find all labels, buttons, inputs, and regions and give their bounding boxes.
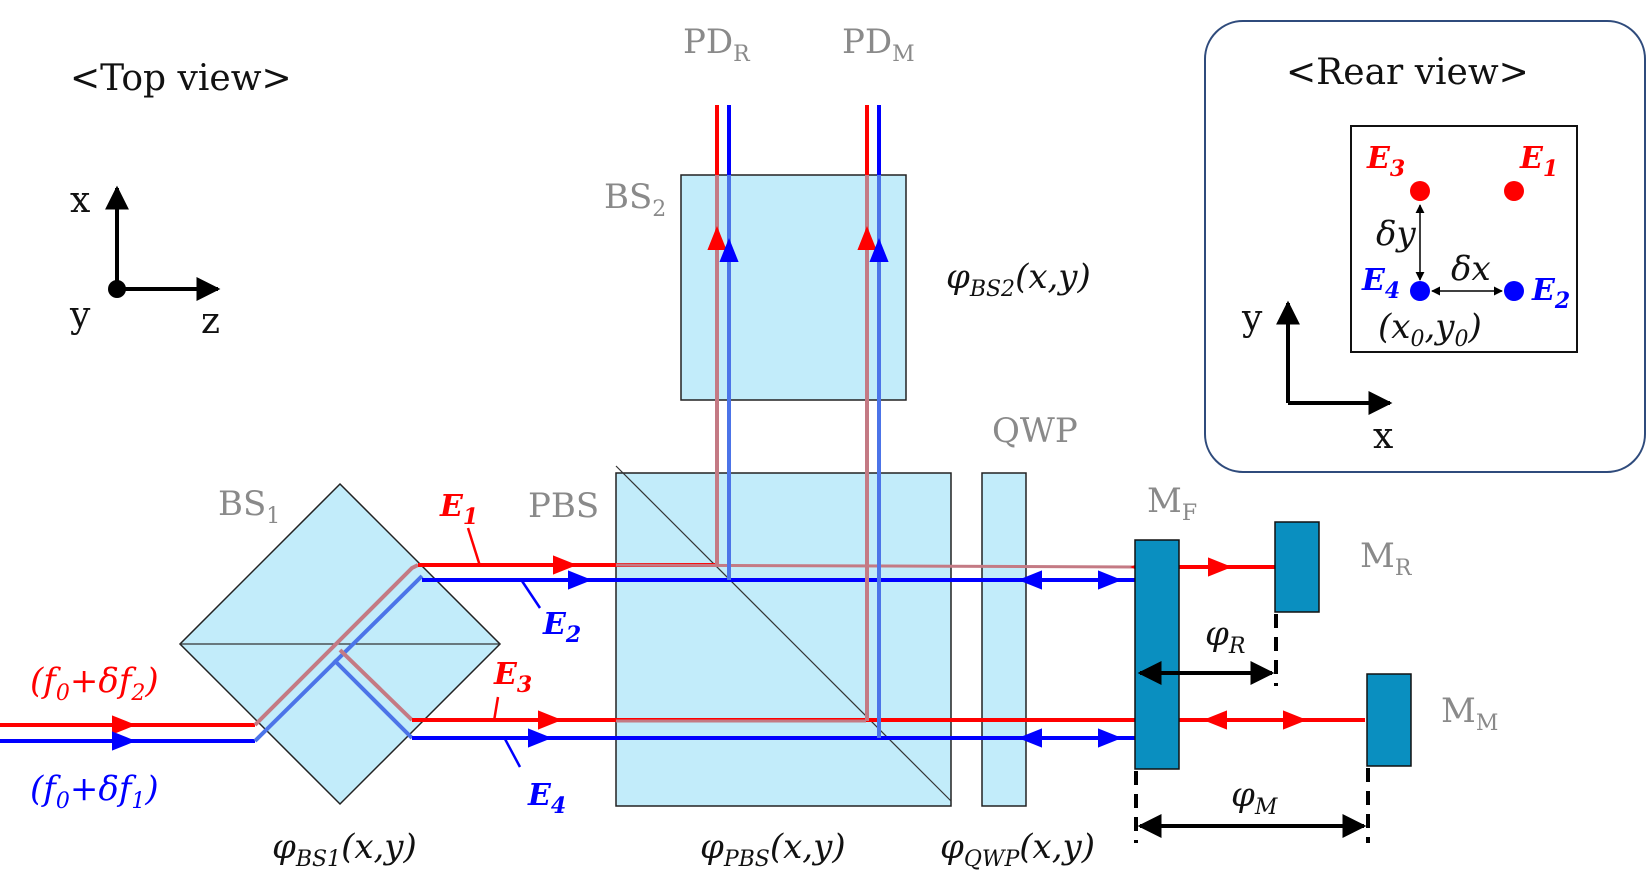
phase-qwp: φQWP(x,y) (940, 827, 1095, 872)
top-axis-z-label: z (201, 301, 220, 342)
beam-label-e3: E3 (493, 657, 532, 698)
bs1-path-red-lower (338, 648, 414, 722)
top-axis-y-label: y (69, 295, 91, 336)
phase-bs1: φBS1(x,y) (272, 827, 417, 872)
leader-e3 (492, 696, 500, 722)
pbs-cube (615, 472, 952, 807)
mirror-mf (1134, 539, 1180, 770)
label-pd-m: PDM (842, 22, 915, 67)
input-label-red: (f0+δf2) (30, 661, 159, 706)
leader-e1 (466, 527, 482, 567)
top-axis-origin (108, 280, 126, 298)
rear-label-e1: E1 (1519, 141, 1558, 182)
input-label-blue: (f0+δf1) (30, 769, 159, 814)
rear-axis-y-label: y (1241, 298, 1263, 339)
rear-axis-x-label: x (1373, 416, 1393, 457)
rear-dot-e1 (1504, 181, 1524, 201)
top-axis-x-label: x (70, 180, 90, 221)
label-qwp: QWP (992, 411, 1078, 451)
beam-e1-pbs (615, 563, 1136, 569)
label-mf: MF (1147, 481, 1197, 526)
bs1-path-red (253, 563, 419, 727)
rear-label-e3: E3 (1366, 141, 1405, 182)
rear-dot-e4 (1410, 281, 1430, 301)
bs1-path-blue (253, 574, 424, 743)
mirror-mr (1274, 521, 1320, 613)
label-bs1: BS1 (218, 484, 280, 529)
top-view-title: <Top view> (70, 58, 292, 99)
leader-e4 (503, 738, 522, 768)
rear-dot-e2 (1504, 281, 1524, 301)
label-pbs: PBS (528, 486, 599, 526)
rear-view-frame (1350, 125, 1578, 353)
beam-label-e1: E1 (439, 489, 478, 530)
label-mm: MM (1441, 691, 1498, 736)
rear-label-dy: δy (1376, 214, 1416, 254)
rear-label-dx: δx (1451, 249, 1491, 289)
label-bs2: BS2 (604, 177, 666, 222)
label-mr: MR (1360, 536, 1413, 581)
mirror-mm (1366, 673, 1412, 767)
leader-e2 (520, 580, 542, 609)
label-pd-r: PDR (683, 22, 751, 67)
rear-label-e4: E4 (1361, 263, 1400, 304)
qwp-plate (981, 472, 1027, 807)
rear-dot-e3 (1410, 181, 1430, 201)
phase-r: φR (1205, 614, 1245, 659)
rear-view-title: <Rear view> (1286, 52, 1529, 93)
beam-label-e2: E2 (542, 607, 581, 648)
rear-label-e2: E2 (1531, 273, 1570, 314)
bs1-path-blue-lower (332, 658, 414, 740)
bs2-cube (680, 174, 907, 401)
pbs-diagonal (615, 465, 952, 802)
phase-m: φM (1231, 775, 1278, 820)
rear-label-origin: (x0,y0) (1378, 307, 1482, 352)
phase-pbs: φPBS(x,y) (700, 827, 846, 872)
beam-label-e4: E4 (527, 778, 566, 819)
phase-bs2: φBS2(x,y) (946, 257, 1091, 302)
